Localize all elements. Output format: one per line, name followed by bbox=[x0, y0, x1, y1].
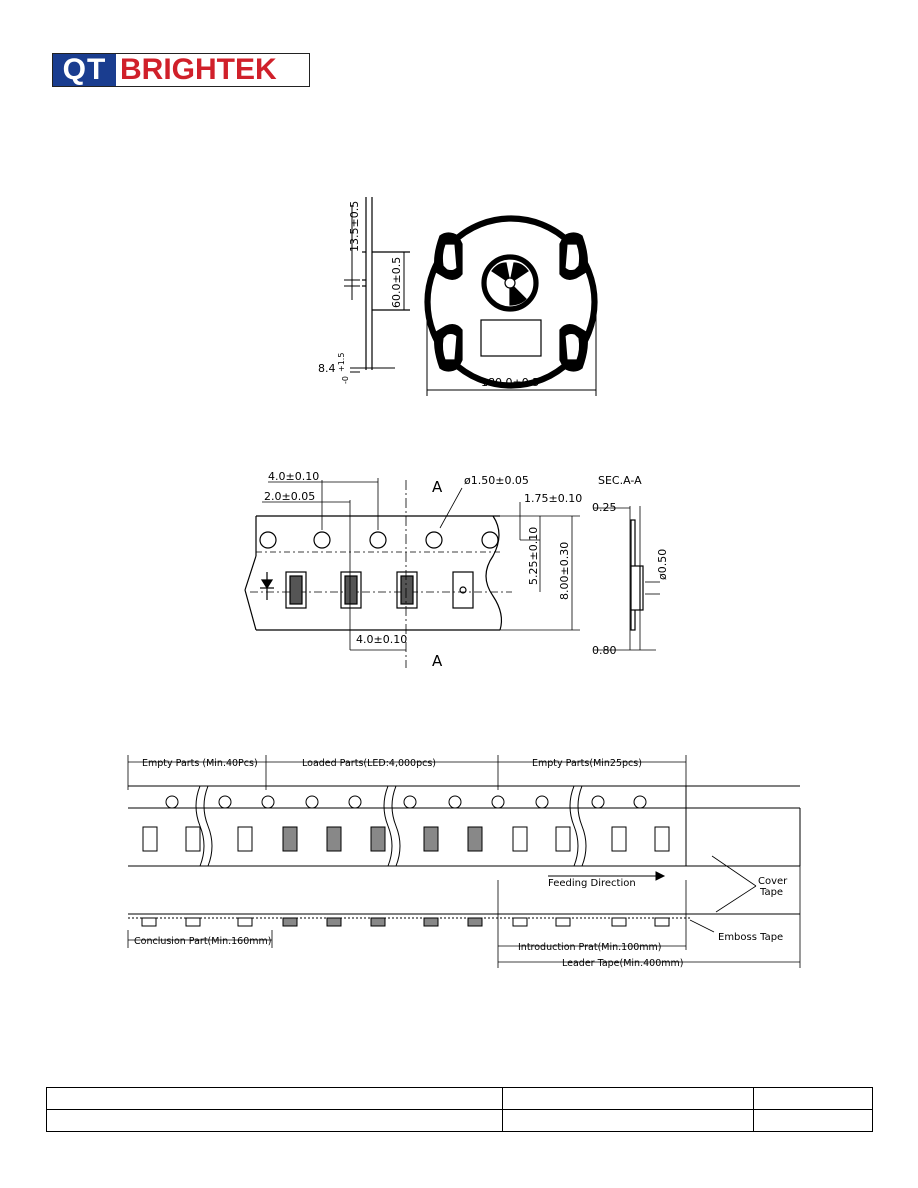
tape-pitch-half: 2.0±0.05 bbox=[264, 490, 315, 503]
footer-cell bbox=[753, 1109, 873, 1132]
tape-center-dim: 5.25±0.10 bbox=[527, 527, 540, 585]
footer-cell bbox=[46, 1109, 503, 1132]
footer-cell bbox=[46, 1087, 503, 1110]
sec-title: SEC.A-A bbox=[598, 474, 642, 487]
reel-thickness-minus: -0 bbox=[341, 376, 350, 384]
logo-brightek: BRIGHTEK bbox=[120, 53, 277, 86]
reel-thickness-base: 8.4 bbox=[318, 362, 336, 375]
sec-depth: 0.80 bbox=[592, 644, 617, 657]
footer-cell bbox=[753, 1087, 873, 1110]
logo-qt: QT bbox=[53, 54, 116, 86]
introduction-part: Introduction Prat(Min.100mm) bbox=[518, 942, 662, 953]
tape-pitch-top: 4.0±0.10 bbox=[268, 470, 319, 483]
reel-width-dim: 13.5±0.5 bbox=[348, 201, 361, 252]
leader-drawing: Empty Parts (Min.40Pcs) Loaded Parts(LED… bbox=[127, 755, 801, 969]
tape-width-dim: 8.00±0.30 bbox=[558, 542, 571, 600]
footer-row bbox=[46, 1109, 873, 1132]
footer-table bbox=[46, 1087, 873, 1132]
tape-edge-dim: 1.75±0.10 bbox=[524, 492, 582, 505]
reel-drawing: 13.5±0.5 60.0±0.5 8.4 +1.5 -0 180.0±0.5 bbox=[318, 197, 598, 396]
leader-tape: Leader Tape(Min.400mm) bbox=[562, 958, 683, 969]
reel-hub-dim: 60.0±0.5 bbox=[390, 257, 403, 308]
footer-cell bbox=[502, 1087, 754, 1110]
tape-drawing: 4.0±0.10 2.0±0.05 ø1.50±0.05 1.75±0.10 5… bbox=[244, 470, 669, 670]
reel-diameter-dim: 180.0±0.5 bbox=[481, 376, 539, 389]
emboss-tape: Emboss Tape bbox=[718, 932, 783, 943]
conclusion-part: Conclusion Part(Min.160mm) bbox=[134, 936, 271, 947]
tape-hole-dia: ø1.50±0.05 bbox=[464, 474, 529, 487]
section-mark-top: A bbox=[432, 478, 443, 496]
sec-dia: ø0.50 bbox=[656, 549, 669, 580]
cover-tape-line1: Cover bbox=[758, 876, 788, 887]
footer-row bbox=[46, 1087, 873, 1110]
empty-parts-end: Empty Parts(Min25pcs) bbox=[532, 758, 642, 769]
loaded-parts: Loaded Parts(LED:4,000pcs) bbox=[302, 758, 436, 769]
tape-pitch-bottom: 4.0±0.10 bbox=[356, 633, 407, 646]
section-mark-bottom: A bbox=[432, 652, 443, 670]
reel-thickness-plus: +1.5 bbox=[337, 353, 346, 372]
sec-thickness: 0.25 bbox=[592, 501, 617, 514]
empty-parts-start: Empty Parts (Min.40Pcs) bbox=[142, 758, 258, 769]
cover-tape-line2: Tape bbox=[759, 887, 783, 898]
company-logo: QT BRIGHTEK bbox=[52, 53, 310, 87]
feeding-direction: Feeding Direction bbox=[548, 878, 636, 889]
footer-cell bbox=[502, 1109, 754, 1132]
